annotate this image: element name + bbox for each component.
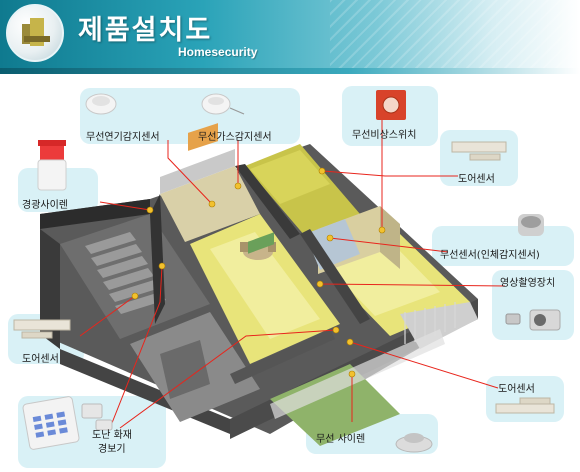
label-emergency-switch: 무선비상스위치: [352, 130, 417, 141]
page-title: 제품설치도: [78, 15, 213, 46]
label-motion-sensor: 무선센서(인체감지센서): [440, 250, 540, 261]
door-sensor-icon-left: [13, 319, 71, 339]
door-sensor-icon-bottom: [495, 397, 555, 414]
label-smoke-sensor: 무선연기감지센서: [86, 132, 160, 143]
front-fence: [270, 329, 445, 419]
header-decoration: [330, 0, 580, 68]
door-sensor-icon-top: [451, 141, 507, 161]
balcony-railing: [404, 302, 456, 344]
siren-icon-left: [37, 140, 67, 191]
callout-motion-sensor: [432, 226, 574, 266]
staircase: [85, 232, 166, 314]
alarm-panel-icon: [22, 396, 113, 450]
label-gas-sensor: 무선가스감지센서: [198, 132, 272, 143]
wireless-siren-icon: [395, 433, 433, 453]
installation-scene: 무선연기감지센서 무선가스감지센서 무선비상스위치 도어센서 경광사이렌 무선센…: [0, 74, 580, 472]
page-subtitle: Homesecurity: [178, 45, 258, 59]
label-video-device: 영상촬영장치: [500, 278, 556, 289]
label-door-sensor-top: 도어센서: [458, 174, 495, 185]
label-alarm-panel-line1: 도난 화재: [92, 430, 132, 441]
label-alarm-panel-line2: 경보기: [98, 444, 126, 455]
header-stripe: [0, 68, 580, 74]
leader-lines: [79, 120, 506, 429]
motion-sensor-icon: [518, 214, 544, 236]
sofa: [248, 232, 274, 254]
label-wireless-siren: 무선 사이렌: [316, 434, 366, 445]
emergency-button-icon: [376, 90, 406, 120]
smoke-detector-icon: [85, 93, 117, 115]
house-logo-icon: [6, 4, 64, 62]
label-door-sensor-left: 도어센서: [22, 354, 59, 365]
garden: [270, 364, 400, 446]
house-illustration: [13, 90, 561, 453]
label-door-sensor-bottom: 도어센서: [498, 384, 535, 395]
sensor-dots: [131, 167, 386, 378]
camera-device-icon: [505, 309, 561, 331]
page-header: 제품설치도 Homesecurity: [0, 0, 580, 74]
balcony: [400, 302, 478, 349]
label-siren-left: 경광사이렌: [22, 200, 68, 211]
gas-detector-icon: [201, 93, 245, 115]
